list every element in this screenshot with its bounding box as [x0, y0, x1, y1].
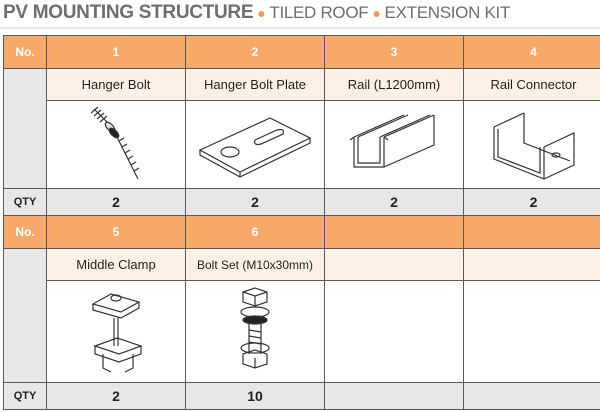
item-number: 6: [185, 215, 325, 249]
middle-clamp-icon: [46, 280, 186, 383]
item-number: 5: [46, 215, 186, 249]
title-part: TILED ROOF: [269, 3, 369, 22]
rail-icon: [324, 100, 464, 189]
rail-connector-icon: [463, 100, 600, 189]
item-qty: 2: [463, 188, 600, 216]
empty-cell: [324, 382, 464, 410]
no-label: No.: [3, 215, 47, 249]
header-row: No. 5 6: [3, 215, 600, 249]
qty-row: QTY 2 10: [3, 382, 600, 410]
item-name: Hanger Bolt Plate: [185, 68, 325, 101]
qty-row: QTY 2 2 2 2: [3, 188, 600, 216]
image-row: [4, 100, 600, 189]
empty-cell: [324, 280, 464, 383]
item-number: 2: [185, 35, 325, 69]
empty-cell: [324, 215, 464, 249]
parts-table: No. 1 2 3 4 Hanger Bolt Hanger Bolt Plat…: [3, 35, 600, 410]
item-number: 3: [324, 35, 464, 69]
empty-cell: [463, 248, 600, 281]
item-name: Middle Clamp: [46, 248, 186, 281]
item-name: Rail (L1200mm): [324, 68, 464, 101]
image-row: [4, 280, 600, 383]
qty-label: QTY: [3, 188, 47, 216]
empty-cell: [463, 382, 600, 410]
page-title: PV MOUNTING STRUCTURE●TILED ROOF●EXTENSI…: [3, 2, 510, 24]
item-name: Rail Connector: [463, 68, 600, 101]
side-cell: [3, 248, 47, 383]
item-qty: 2: [324, 188, 464, 216]
item-qty: 2: [46, 382, 186, 410]
hanger-bolt-icon: [46, 100, 186, 189]
name-row: Hanger Bolt Hanger Bolt Plate Rail (L120…: [3, 68, 600, 189]
bullet-icon: ●: [372, 5, 381, 21]
title-main: PV MOUNTING STRUCTURE: [3, 2, 254, 23]
empty-cell: [463, 215, 600, 249]
plate-icon: [185, 100, 325, 189]
item-qty: 2: [46, 188, 186, 216]
side-cell: [3, 68, 47, 189]
item-name: Bolt Set (M10x30mm): [185, 248, 325, 281]
qty-label: QTY: [3, 382, 47, 410]
item-name: Hanger Bolt: [46, 68, 186, 101]
bolt-set-icon: [185, 280, 325, 383]
item-number: 4: [463, 35, 600, 69]
empty-cell: [463, 280, 600, 383]
divider: [0, 27, 600, 29]
item-number: 1: [46, 35, 186, 69]
item-qty: 2: [185, 188, 325, 216]
bullet-icon: ●: [257, 5, 266, 21]
title-part: EXTENSION KIT: [384, 3, 511, 22]
empty-cell: [324, 248, 464, 281]
name-row: Middle Clamp Bolt Set (M10x30mm): [3, 248, 600, 383]
header-row: No. 1 2 3 4: [3, 35, 600, 69]
item-qty: 10: [185, 382, 325, 410]
no-label: No.: [3, 35, 47, 69]
